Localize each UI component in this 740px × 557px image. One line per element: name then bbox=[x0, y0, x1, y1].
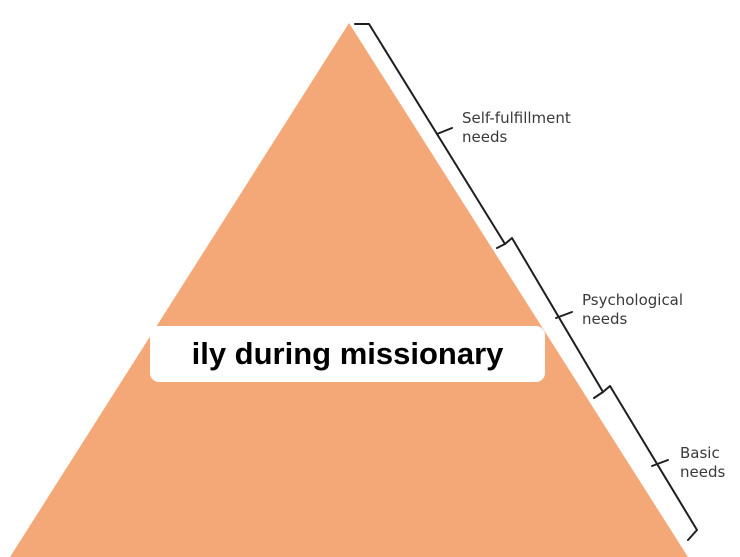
bracket-tick-basic bbox=[651, 459, 669, 467]
level-brackets bbox=[354, 23, 698, 541]
bracket-tick-self-fulfillment bbox=[436, 127, 453, 135]
level-label-line: Basic bbox=[680, 444, 720, 462]
level-label-line: Psychological bbox=[582, 291, 684, 309]
level-label-self-fulfillment: Self-fulfillment needs bbox=[462, 109, 571, 147]
level-label-line: needs bbox=[582, 310, 628, 328]
pyramid-triangle bbox=[10, 23, 688, 557]
level-label-line: needs bbox=[680, 463, 726, 481]
bracket-tick-psychological bbox=[555, 311, 573, 319]
level-label-line: Self-fulfillment bbox=[462, 109, 571, 127]
level-label-basic: Basic needs bbox=[680, 444, 725, 482]
bracket-basic bbox=[602, 385, 698, 541]
level-label-psychological: Psychological needs bbox=[582, 291, 683, 329]
caption-box: ily during missionary bbox=[150, 326, 545, 382]
bracket-psychological bbox=[504, 237, 604, 399]
level-label-line: needs bbox=[462, 128, 508, 146]
caption-text: ily during missionary bbox=[191, 336, 504, 371]
